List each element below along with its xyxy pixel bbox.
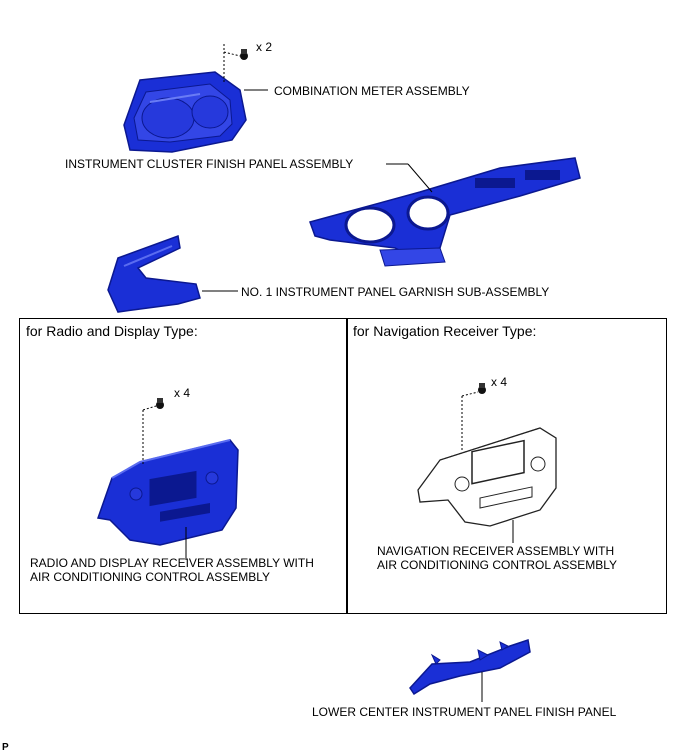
- combination-meter-label: COMBINATION METER ASSEMBLY: [274, 84, 470, 98]
- radio-receiver-part: [96, 439, 239, 546]
- radio-receiver-label-line2: AIR CONDITIONING CONTROL ASSEMBLY: [30, 570, 271, 584]
- navigation-type-title: for Navigation Receiver Type:: [353, 323, 537, 339]
- radio-receiver-label-line1: RADIO AND DISPLAY RECEIVER ASSEMBLY WITH: [30, 556, 314, 570]
- radio-bolt-qty: x 4: [174, 386, 191, 400]
- meter-bolt-qty: x 2: [256, 40, 273, 54]
- cluster-finish-panel-label: INSTRUMENT CLUSTER FINISH PANEL ASSEMBLY: [65, 157, 354, 171]
- lower-center-panel-label: LOWER CENTER INSTRUMENT PANEL FINISH PAN…: [312, 705, 617, 719]
- garnish-part: [107, 234, 201, 313]
- navigation-type-box: [346, 318, 667, 614]
- footer-code: P: [2, 742, 9, 753]
- navigation-receiver-label-line2: AIR CONDITIONING CONTROL ASSEMBLY: [377, 558, 618, 572]
- navigation-bolt-qty: x 4: [491, 375, 508, 389]
- meter-bolt-icon: [240, 49, 248, 60]
- cluster-leader-d: [407, 163, 433, 193]
- combination-meter-part: [123, 71, 247, 153]
- radio-display-type-box: [19, 318, 348, 614]
- navigation-receiver-part: [417, 427, 557, 527]
- navigation-bolt-icon: [478, 383, 486, 394]
- navigation-receiver-label-line1: NAVIGATION RECEIVER ASSEMBLY WITH: [377, 544, 615, 558]
- cluster-finish-panel-part: [309, 157, 581, 267]
- lower-center-panel-part: [409, 639, 531, 696]
- radio-bolt-icon: [156, 398, 164, 409]
- garnish-label: NO. 1 INSTRUMENT PANEL GARNISH SUB-ASSEM…: [241, 285, 550, 299]
- radio-display-type-title: for Radio and Display Type:: [26, 323, 198, 339]
